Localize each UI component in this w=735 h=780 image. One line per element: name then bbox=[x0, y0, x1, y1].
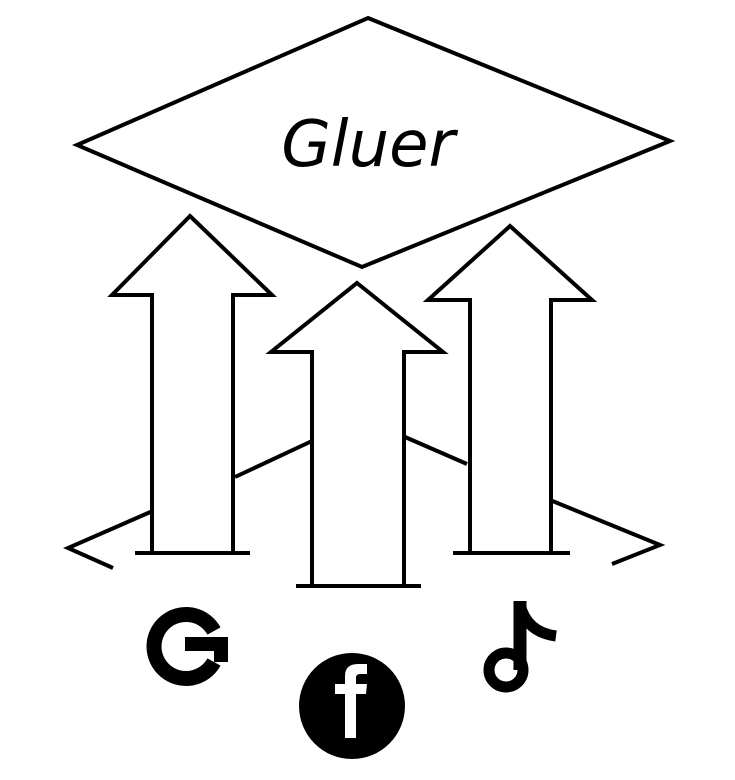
wordmark-text: Gluer bbox=[281, 108, 458, 182]
left-growth-arrow bbox=[107, 213, 277, 555]
tiktok-icon bbox=[483, 601, 557, 693]
center-growth-arrow bbox=[265, 280, 449, 588]
base-diamond-outline bbox=[63, 435, 666, 570]
right-growth-arrow bbox=[422, 223, 598, 555]
facebook-icon bbox=[299, 653, 405, 759]
wordmark-diamond: Gluer bbox=[71, 15, 676, 270]
google-icon bbox=[146, 607, 228, 686]
